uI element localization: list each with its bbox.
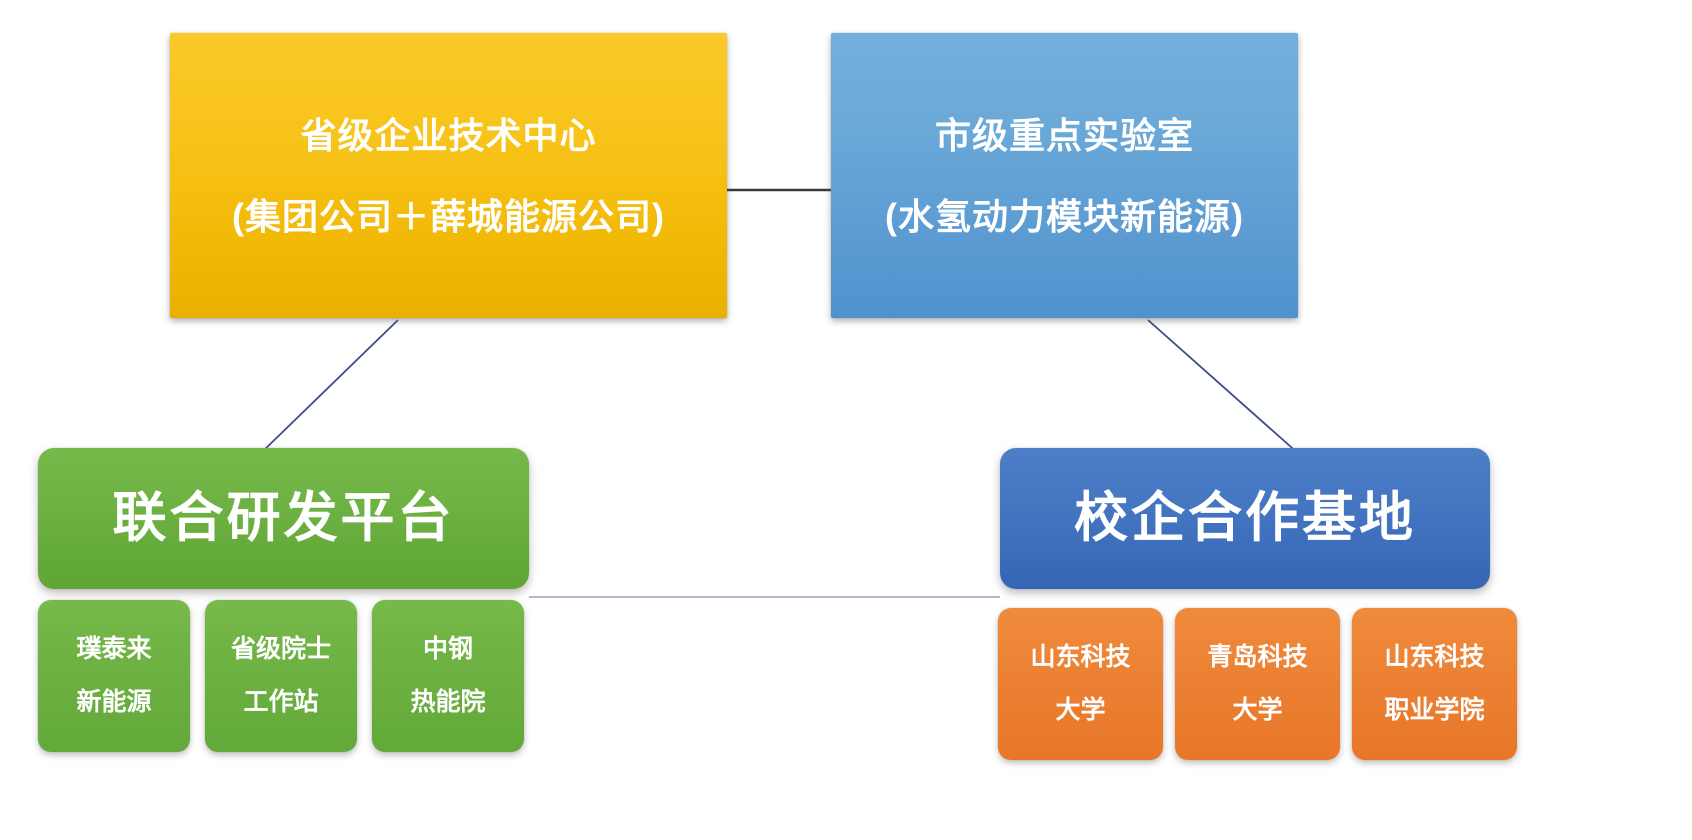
leaf-line-1: 省级院士	[230, 634, 331, 663]
connector-blue-to-base	[1147, 319, 1301, 456]
leaf-line-2: 热能院	[410, 688, 486, 716]
node-school-enterprise-base[interactable]: 校企合作基地	[1000, 448, 1490, 589]
node-provincial-enterprise-tech-center[interactable]: 省级企业技术中心 (集团公司＋薛城能源公司)	[170, 33, 727, 318]
node-title: 联合研发平台	[112, 487, 455, 548]
leaf-line-2: 新能源	[76, 688, 152, 716]
leaf-line-2: 职业学院	[1384, 696, 1485, 724]
leaf-line-1: 璞泰来	[76, 634, 152, 663]
node-subtitle: (水氢动力模块新能源)	[885, 195, 1244, 237]
leaf-sdust[interactable]: 山东科技 大学	[998, 608, 1163, 760]
node-subtitle: (集团公司＋薛城能源公司)	[232, 195, 665, 237]
node-title: 市级重点实验室	[934, 114, 1194, 156]
leaf-line-1: 青岛科技	[1207, 642, 1308, 671]
leaf-line-2: 大学	[1232, 696, 1283, 724]
node-title: 省级企业技术中心	[300, 114, 597, 156]
leaf-line-1: 山东科技	[1030, 642, 1131, 671]
node-municipal-key-lab[interactable]: 市级重点实验室 (水氢动力模块新能源)	[831, 33, 1298, 318]
leaf-line-2: 大学	[1055, 696, 1106, 724]
node-title: 校企合作基地	[1074, 487, 1416, 548]
leaf-line-1: 山东科技	[1384, 642, 1485, 671]
leaf-putailai[interactable]: 璞泰来 新能源	[38, 600, 190, 752]
leaf-line-2: 工作站	[243, 688, 319, 716]
leaf-provincial-academician-workstation[interactable]: 省级院士 工作站	[205, 600, 357, 752]
leaf-line-1: 中钢	[422, 634, 473, 663]
leaf-sdvc[interactable]: 山东科技 职业学院	[1352, 608, 1517, 760]
leaf-sinosteel-thermal-energy[interactable]: 中钢 热能院	[372, 600, 524, 752]
connector-amber-to-green	[261, 319, 399, 453]
leaf-qust[interactable]: 青岛科技 大学	[1175, 608, 1340, 760]
node-joint-rd-platform[interactable]: 联合研发平台	[38, 448, 529, 589]
